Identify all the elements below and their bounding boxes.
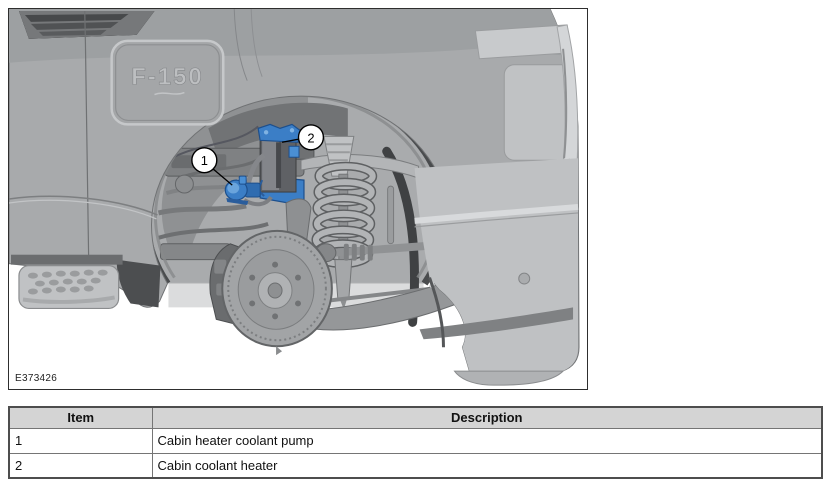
callout-2: 2: [281, 124, 325, 151]
table-header-row: Item Description: [8, 406, 823, 429]
cell-description-1: Cabin heater coolant pump: [151, 427, 823, 454]
header-item: Item: [8, 406, 153, 429]
brake-rotor: [209, 229, 333, 356]
callouts: 1 2: [191, 124, 325, 186]
cell-item-2: 2: [8, 452, 153, 479]
cabin-heater-coolant-pump: [224, 175, 261, 205]
headlight: [474, 24, 579, 195]
table-row: 2 Cabin coolant heater: [8, 452, 823, 479]
badge-text: F-150: [131, 64, 203, 91]
truck-illustration: F-150: [9, 9, 580, 386]
callout-1: 1: [191, 147, 233, 186]
item-description-table: Item Description 1 Cabin heater coolant …: [8, 406, 823, 479]
callout-2-number: 2: [307, 130, 314, 145]
table-row: 1 Cabin heater coolant pump: [8, 427, 823, 454]
cell-item-1: 1: [8, 427, 153, 454]
callout-1-number: 1: [201, 153, 208, 168]
header-description: Description: [151, 406, 823, 429]
figure-diagram: F-150: [8, 8, 588, 390]
running-board: [18, 265, 120, 310]
badge-f150: F-150: [110, 39, 225, 126]
cowl-vent: [18, 10, 155, 39]
mud-guard: [116, 259, 161, 308]
figure-code: E373426: [15, 373, 58, 384]
front-bumper: [414, 158, 579, 386]
cell-description-2: Cabin coolant heater: [151, 452, 823, 479]
truck-body: F-150: [9, 9, 580, 386]
